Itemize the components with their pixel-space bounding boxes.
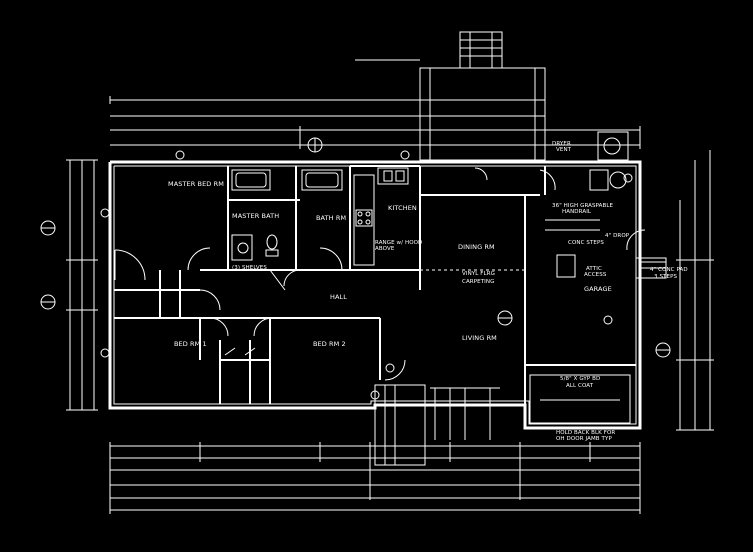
hall-label: HALL bbox=[330, 293, 347, 301]
doors bbox=[114, 167, 646, 381]
conc-steps-label: CONC STEPS bbox=[568, 240, 605, 246]
front-porch bbox=[374, 384, 500, 466]
handrail-label-2: HANDRAIL bbox=[562, 209, 592, 215]
master-bed-label: MASTER BED RM bbox=[168, 180, 224, 188]
master-bath-label: MASTER BATH bbox=[232, 212, 280, 220]
living-label: LIVING RM bbox=[462, 334, 497, 342]
garage-label: GARAGE bbox=[584, 285, 612, 293]
shelves-label: (3) SHELVES bbox=[232, 265, 267, 271]
drop-label: 4" DROP bbox=[605, 233, 630, 239]
bed2-label: BED RM 2 bbox=[313, 340, 346, 348]
hold-back-label-2: OH DOOR JAMB TYP bbox=[556, 436, 612, 442]
dryer-vent-label-2: VENT bbox=[556, 147, 572, 153]
handrail-label: 36" HIGH GRASPABLE bbox=[552, 203, 614, 209]
fixtures bbox=[231, 131, 629, 278]
range-label: RANGE w/ HOOD bbox=[375, 240, 423, 246]
attic-access-label: ATTIC bbox=[586, 266, 602, 272]
hold-back-label: HOLD BACK BLK FOR bbox=[556, 430, 616, 436]
vent-label: ABOVE bbox=[375, 246, 395, 252]
dryer-vent-label: DRYER bbox=[552, 141, 571, 147]
gyp-label: 5/8" X GYP BD bbox=[560, 376, 601, 382]
rear-stair bbox=[419, 31, 546, 161]
attic-access-label-2: ACCESS bbox=[584, 272, 607, 278]
garage-elements bbox=[529, 219, 667, 424]
conc-pad-label: 4" CONC PAD bbox=[650, 267, 688, 273]
kitchen-label: KITCHEN bbox=[388, 204, 417, 212]
carpeting-label: CARPETING bbox=[462, 279, 495, 285]
dining-label: DINING RM bbox=[458, 243, 495, 251]
section-markers bbox=[40, 137, 671, 400]
dimension-lines bbox=[66, 59, 714, 514]
flooring-label: VINYL FLRG bbox=[462, 271, 495, 277]
interior-walls bbox=[114, 165, 636, 405]
gyp-label-2: ALL COAT bbox=[566, 383, 594, 389]
bed1-label: BED RM 1 bbox=[174, 340, 207, 348]
conc-pad-label-2: 3 STEPS bbox=[654, 274, 678, 280]
bath-label: BATH RM bbox=[316, 214, 347, 222]
